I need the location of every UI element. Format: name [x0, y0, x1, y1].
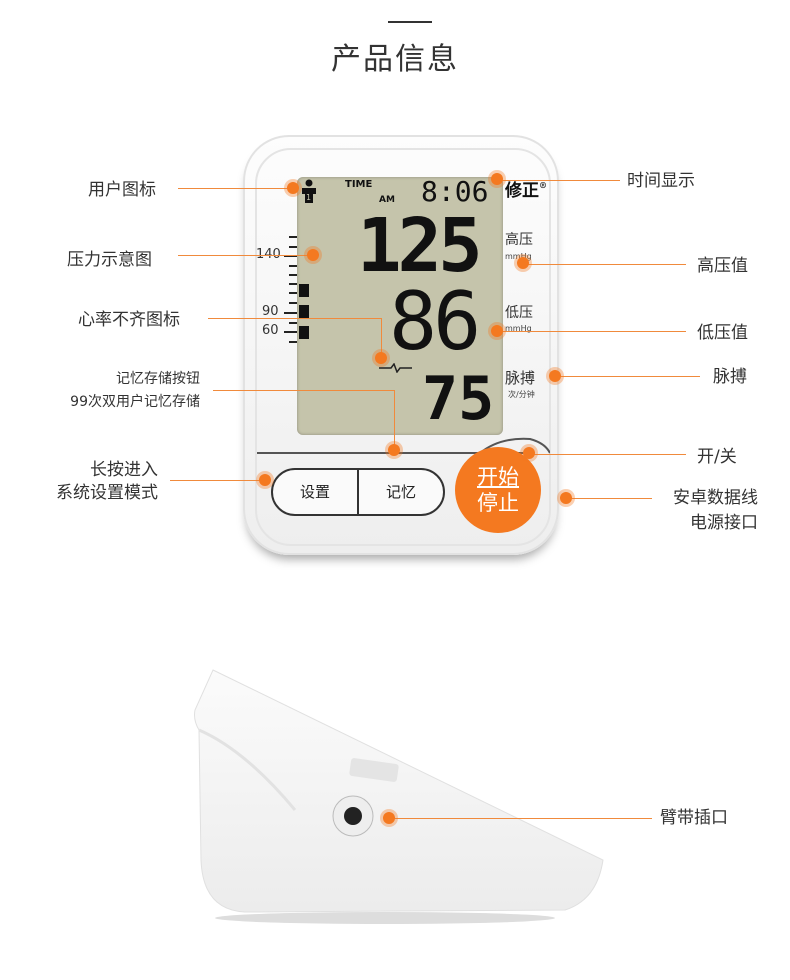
- callout-dot: [287, 182, 299, 194]
- callout-dot: [523, 447, 535, 459]
- scale-60: 60: [262, 323, 279, 338]
- callout-dot: [517, 257, 529, 269]
- page-title: 产品信息: [331, 42, 459, 77]
- pulse-label: 脉搏: [505, 369, 536, 387]
- callout-dot: [259, 474, 271, 486]
- svg-text:1: 1: [306, 193, 311, 202]
- button-group: 设置 记忆: [271, 468, 445, 516]
- callout-dot: [388, 444, 400, 456]
- memory-button[interactable]: 记忆: [385, 483, 416, 501]
- callout-power: 开/关: [697, 447, 737, 467]
- callout-power-port-2: 电源接口: [690, 513, 758, 533]
- pulse-value: 75: [422, 364, 495, 434]
- callout-dot: [491, 325, 503, 337]
- callout-diastolic: 低压值: [697, 323, 748, 343]
- callout-power-port-1: 安卓数据线: [673, 488, 758, 508]
- callout-dot: [549, 370, 561, 382]
- callout-dot: [560, 492, 572, 504]
- callout-settings-1: 长按进入: [90, 460, 158, 480]
- systolic-value: 125: [357, 203, 483, 289]
- diastolic-label: 低压: [505, 305, 533, 321]
- callout-user-icon: 用户图标: [88, 180, 156, 200]
- diastolic-unit: mmHg: [505, 324, 532, 333]
- settings-button[interactable]: 设置: [273, 470, 359, 514]
- brand-logo: 修正®: [505, 180, 547, 202]
- callout-pulse: 脉搏: [713, 367, 747, 387]
- systolic-unit: mmHg: [505, 252, 532, 261]
- callout-dot: [375, 352, 387, 364]
- time-display: 8:06: [421, 175, 489, 208]
- callout-cuff-port: 臂带插口: [660, 808, 728, 828]
- callout-memory-2: 99次双用户记忆存储: [70, 394, 200, 410]
- callout-dot: [383, 812, 395, 824]
- user-icon: 1: [302, 179, 316, 203]
- callout-time-display: 时间显示: [627, 171, 695, 191]
- monitor-side: [194, 669, 604, 924]
- lcd-screen: 1 TIME AM 8:06 125 86 75: [297, 177, 503, 435]
- registered-mark: ®: [539, 180, 547, 190]
- heartbeat-icon: [379, 363, 412, 373]
- callout-systolic: 高压值: [697, 256, 748, 276]
- monitor-bezel: [255, 148, 551, 546]
- callout-settings-2: 系统设置模式: [56, 483, 158, 503]
- title-divider: [388, 21, 432, 23]
- start-stop-button[interactable]: 开始 停止: [455, 447, 541, 533]
- callout-memory-1: 记忆存储按钮: [116, 371, 200, 387]
- callout-dot: [307, 249, 319, 261]
- am-label: AM: [379, 195, 395, 205]
- callout-pressure-chart: 压力示意图: [67, 250, 152, 270]
- callout-arrhythmia: 心率不齐图标: [78, 310, 180, 330]
- systolic-label: 高压: [505, 232, 533, 248]
- diastolic-value: 86: [389, 275, 481, 368]
- scale-90: 90: [262, 304, 279, 319]
- brand-text: 修正: [505, 181, 539, 201]
- scale-140: 140: [256, 247, 281, 262]
- pulse-unit: 次/分钟: [508, 390, 535, 399]
- time-label: TIME: [345, 179, 373, 190]
- callout-dot: [491, 173, 503, 185]
